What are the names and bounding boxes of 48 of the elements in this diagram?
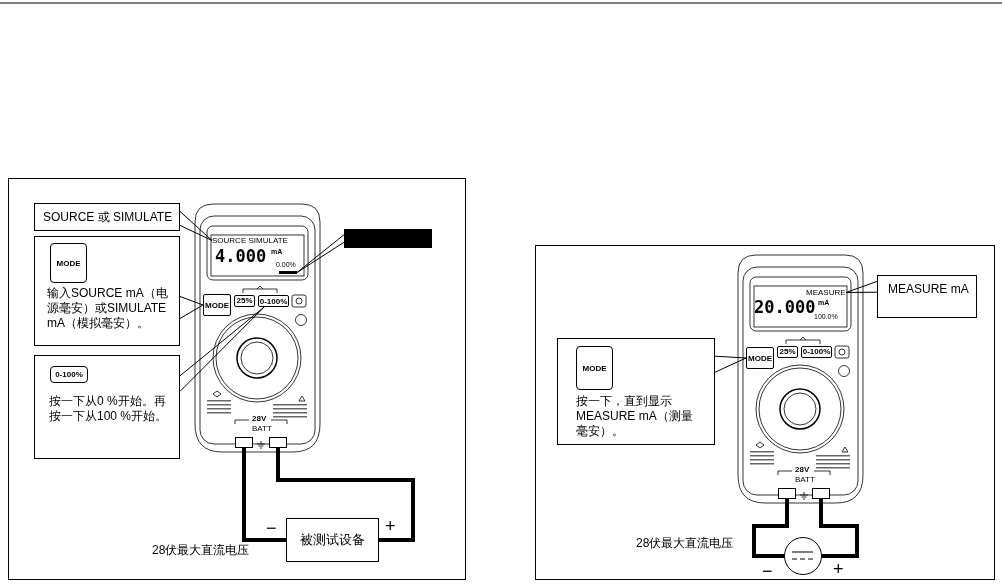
callout-box — [34, 236, 180, 346]
key-button: 0-100% — [50, 366, 88, 383]
leader-line — [845, 280, 878, 293]
display-annunciator: SOURCE SIMULATE — [212, 236, 288, 245]
terminal-jack — [812, 488, 830, 499]
terminal-jack — [778, 488, 796, 499]
mode-button: MODE — [576, 346, 613, 390]
key-button: 0-100% — [258, 295, 289, 307]
voltage-source — [784, 537, 822, 575]
terminal-jack — [235, 437, 253, 448]
terminal-jack — [269, 437, 287, 448]
leader-line — [714, 355, 747, 373]
terminal-label: BATT — [795, 476, 815, 484]
display-reading: 4.000 — [215, 248, 267, 265]
polarity-sign: − — [762, 562, 773, 580]
voltage-marking: 28V — [252, 415, 267, 423]
voltage-marking: 28V — [795, 466, 810, 474]
callout-text: 输入SOURCE mA（电源毫安）或SIMULATE mA（模拟毫安）。 — [47, 286, 169, 331]
leader-line — [296, 234, 345, 273]
leader-line — [179, 296, 204, 319]
callout-box — [344, 229, 432, 248]
key-button: 25% — [234, 295, 255, 307]
callout-text: 按一下从0 %开始。再按一下从100 %开始。 — [49, 394, 169, 424]
mode-key: MODE — [746, 347, 774, 369]
wire — [752, 499, 789, 558]
wire — [819, 499, 859, 558]
display-reading: 20.000 — [754, 299, 816, 316]
callout-box — [557, 338, 715, 445]
display-annunciator: MEASURE — [806, 288, 846, 297]
voltage-note: 28伏最大直流电压 — [152, 544, 250, 556]
device-box: 被测试设备 — [286, 518, 379, 562]
key-button: 0-100% — [801, 346, 832, 358]
callout-box: MEASURE mA — [877, 275, 977, 318]
indicator-bar — [279, 271, 297, 274]
key-button: 25% — [777, 346, 798, 358]
mode-key: MODE — [203, 294, 231, 316]
callout-box — [34, 355, 180, 459]
wire — [276, 448, 415, 542]
polarity-sign: − — [266, 519, 277, 537]
terminal-label: BATT — [252, 425, 272, 433]
leader-line — [179, 210, 213, 241]
wire — [242, 448, 286, 542]
mode-button: MODE — [50, 243, 87, 283]
callout-box: SOURCE 或 SIMULATE — [34, 203, 180, 231]
callout-text: 按一下，直到显示MEASURE mA（测量毫安）。 — [576, 394, 694, 439]
polarity-sign: + — [833, 560, 844, 578]
polarity-sign: + — [385, 517, 396, 535]
voltage-note: 28伏最大直流电压 — [636, 537, 734, 549]
